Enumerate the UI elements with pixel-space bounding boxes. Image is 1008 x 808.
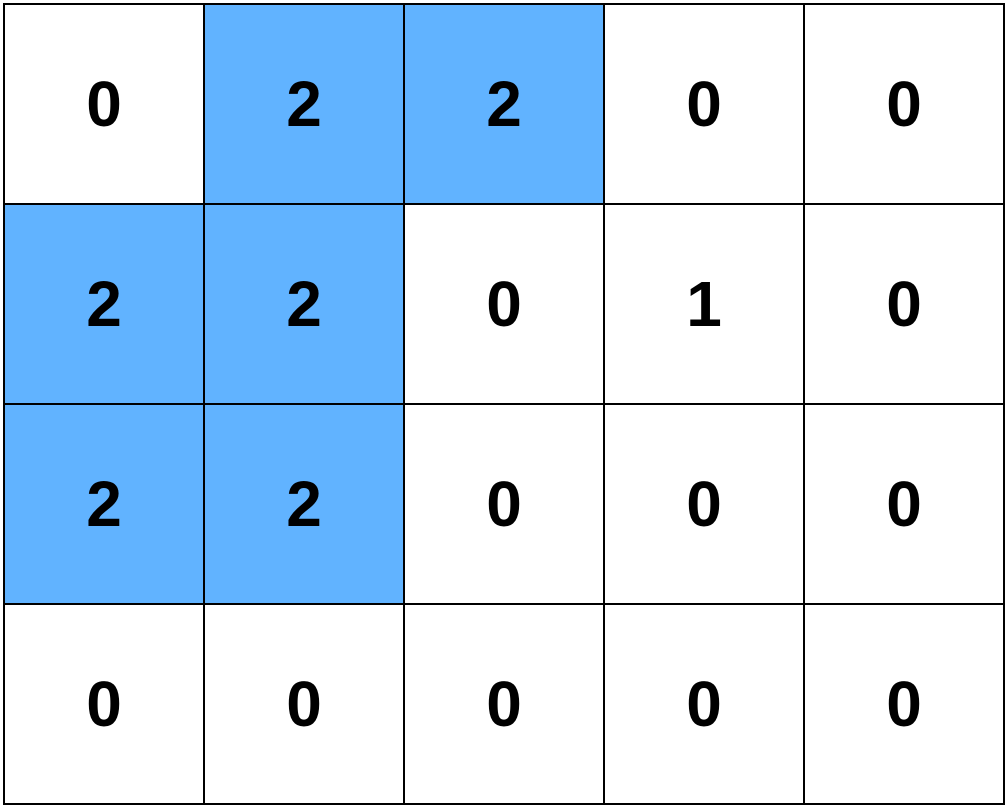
- grid-cell: 0: [405, 205, 605, 405]
- grid-cell: 0: [605, 5, 805, 205]
- grid-cell: 0: [605, 605, 805, 805]
- grid-cell-highlighted: 2: [5, 205, 205, 405]
- grid-cell: 0: [805, 5, 1005, 205]
- grid-cell: 0: [605, 405, 805, 605]
- grid-cell: 0: [5, 5, 205, 205]
- grid-cell: 0: [805, 605, 1005, 805]
- grid-cell: 0: [805, 205, 1005, 405]
- grid-cell: 0: [405, 405, 605, 605]
- grid-cell: 0: [205, 605, 405, 805]
- grid-cell: 0: [5, 605, 205, 805]
- grid-cell-highlighted: 2: [205, 5, 405, 205]
- grid-cell-highlighted: 2: [205, 405, 405, 605]
- grid-cell-highlighted: 2: [405, 5, 605, 205]
- number-grid: 0 2 2 0 0 2 2 0 1 0 2 2 0 0 0 0 0 0 0 0: [3, 3, 1005, 805]
- grid-cell: 0: [805, 405, 1005, 605]
- grid-cell: 1: [605, 205, 805, 405]
- grid-cell-highlighted: 2: [5, 405, 205, 605]
- grid-cell: 0: [405, 605, 605, 805]
- grid-cell-highlighted: 2: [205, 205, 405, 405]
